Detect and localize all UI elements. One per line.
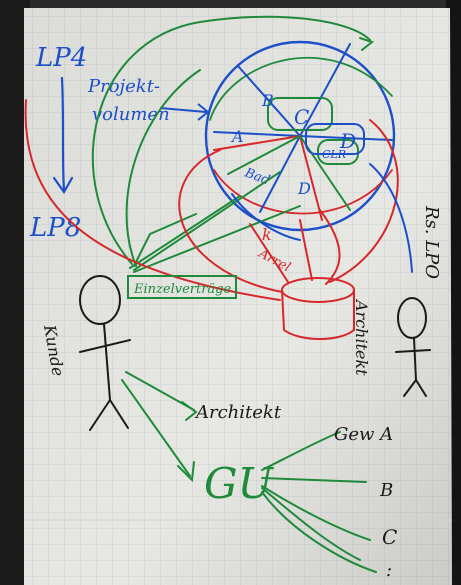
segment-d2: D bbox=[297, 179, 311, 198]
list-b: B bbox=[379, 480, 393, 501]
kunde-to-gu-arrows bbox=[121, 371, 198, 483]
volume-circle bbox=[204, 40, 396, 232]
architekt-bottom-label: Architekt bbox=[194, 402, 282, 423]
einzelvertraege-label: Einzelverträge bbox=[133, 282, 231, 297]
architekt-right-label: Architekt bbox=[352, 298, 371, 376]
projekt-label: Projekt- bbox=[87, 76, 160, 97]
rs-lpo-label: Rs. LPO bbox=[421, 205, 442, 279]
gew-a-label: Gew A bbox=[334, 424, 393, 445]
green-contract-arrows bbox=[91, 15, 375, 273]
list-colon: : bbox=[386, 560, 392, 581]
gu-label: GU bbox=[204, 459, 275, 508]
einzelvertraege-box bbox=[127, 275, 237, 299]
lp8-label: LP8 bbox=[29, 213, 81, 243]
volumen-label: volumen bbox=[92, 104, 170, 125]
segment-clr: CLR bbox=[322, 148, 346, 161]
segment-d: D bbox=[339, 129, 356, 153]
segment-a: A bbox=[230, 127, 244, 146]
segment-b: B bbox=[261, 91, 274, 110]
segment-c: C bbox=[294, 105, 309, 129]
architekt-figure bbox=[395, 297, 431, 397]
gu-subcontractor-lines bbox=[261, 431, 377, 573]
lp-arrow bbox=[52, 76, 74, 195]
kunde-figure bbox=[79, 275, 131, 431]
paper-sheet bbox=[24, 8, 452, 585]
red-fee-arrows bbox=[24, 99, 399, 301]
list-c: C bbox=[382, 525, 397, 549]
architekt-cylinder bbox=[281, 277, 355, 340]
lp4-label: LP4 bbox=[35, 43, 87, 73]
k-label: k bbox=[262, 225, 272, 244]
blue-right-arrows bbox=[231, 163, 413, 273]
